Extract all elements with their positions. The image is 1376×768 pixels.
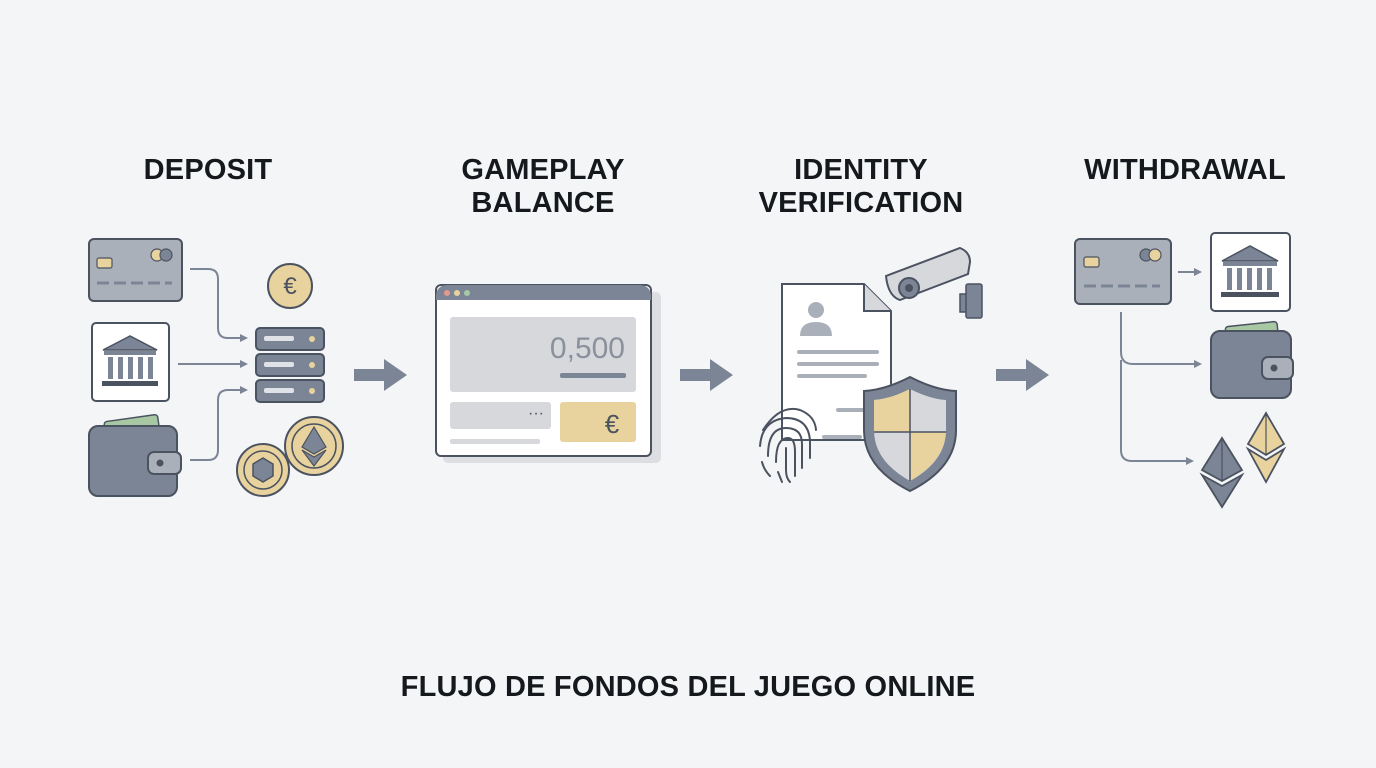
gameplay-balance-window: 0,500 ··· € <box>435 284 661 463</box>
stage-title-line: IDENTITY <box>794 154 928 186</box>
deposit-crypto-coins-icon <box>236 416 344 497</box>
fingerprint-icon <box>759 408 817 483</box>
security-camera-icon <box>884 246 983 319</box>
stage-title-line: WITHDRAWAL <box>1084 154 1286 186</box>
flow-arrow-gameplay-to-verification <box>680 359 733 391</box>
menu-dots: ··· <box>528 405 544 422</box>
stage-title-line: DEPOSIT <box>143 154 273 186</box>
withdrawal-crypto-icon <box>1199 411 1287 509</box>
withdrawal-bank-icon <box>1210 232 1291 312</box>
stage-title-identity-verification: IDENTITY VERIFICATION <box>711 154 1011 220</box>
currency-symbol: € <box>605 409 620 439</box>
stage-title-line: BALANCE <box>471 187 615 219</box>
flow-arrow-deposit-to-gameplay <box>354 359 407 391</box>
deposit-connectors <box>178 268 248 461</box>
stage-title-withdrawal: WITHDRAWAL <box>1035 154 1335 187</box>
deposit-server-icon <box>255 327 325 403</box>
stage-title-gameplay-balance: GAMEPLAY BALANCE <box>393 154 693 220</box>
deposit-bank-icon <box>91 322 170 402</box>
withdrawal-credit-card-icon <box>1074 238 1172 305</box>
footer-title: FLUJO DE FONDOS DEL JUEGO ONLINE <box>400 671 976 703</box>
deposit-wallet-icon <box>88 413 182 497</box>
deposit-credit-card-icon <box>88 238 183 302</box>
balance-value: 0,500 <box>550 332 625 365</box>
stage-title-line: VERIFICATION <box>758 187 964 219</box>
withdrawal-connectors <box>1120 268 1202 465</box>
deposit-euro-coin-icon: € <box>267 263 313 309</box>
security-shield-icon <box>863 375 957 493</box>
withdrawal-wallet-icon <box>1210 320 1294 399</box>
stage-title-line: GAMEPLAY <box>461 154 625 186</box>
euro-symbol: € <box>283 273 297 300</box>
flow-arrow-verification-to-withdrawal <box>996 359 1049 391</box>
stage-title-deposit: DEPOSIT <box>58 154 358 187</box>
